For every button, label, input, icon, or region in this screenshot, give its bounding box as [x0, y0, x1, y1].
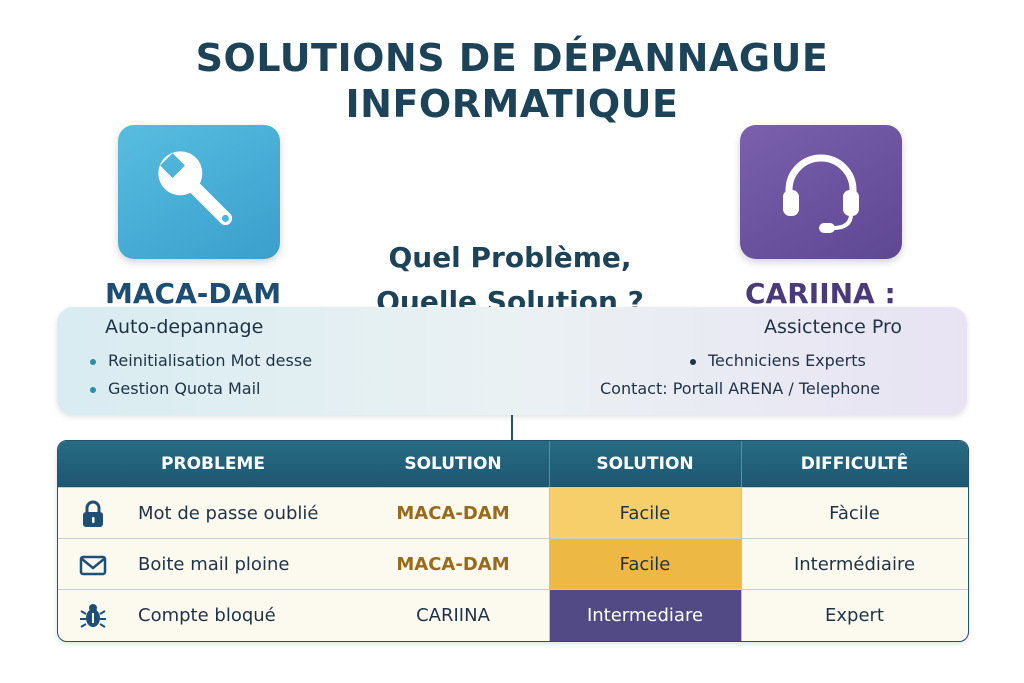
solution-cell: MACA-DAM: [396, 554, 510, 575]
table-row: Compte bloqué CARIINA Intermediare Exper…: [58, 589, 968, 641]
maca-bullet-2-text: Gestion Quota Mail: [108, 379, 261, 398]
column-divider: [549, 441, 550, 487]
bullet-dot: [690, 358, 696, 365]
mail-icon: [79, 555, 107, 576]
headset-icon: [783, 154, 859, 233]
maca-dam-subtitle: Auto-depannage: [105, 316, 264, 338]
table-header-row: PROBLEME SOLUTION SOLUTION DIFFICULTÊ: [58, 441, 968, 487]
header-solution: SOLUTION: [404, 454, 502, 474]
maca-bullet-1: Reinitialisation Mot desse: [90, 351, 312, 370]
difficulty-cell: Fàcile: [829, 503, 880, 524]
maca-bullet-1-text: Reinitialisation Mot desse: [108, 351, 313, 370]
wrench-icon: [158, 151, 233, 226]
difficulty-cell: Expert: [825, 605, 884, 626]
problem-cell: Boite mail ploine: [138, 554, 290, 575]
connector-line: [511, 415, 513, 440]
cariina-bullet-2: Contact: Portall ARENA / Telephone: [600, 379, 880, 398]
level-cell: Intermediare: [549, 590, 741, 641]
page-title-line-2: INFORMATIQUE: [345, 82, 679, 126]
tools-info-panel: [57, 307, 967, 415]
cariina-title: CARIINA :: [745, 277, 896, 310]
bug-icon: [80, 604, 106, 628]
table-row: Boite mail ploine MACA-DAM Facile Interm…: [58, 538, 968, 590]
header-solution-level: SOLUTION: [596, 454, 694, 474]
cariina-app-tile: [740, 125, 902, 259]
cariina-bullet-1-text: Techniciens Experts: [708, 351, 866, 370]
problem-cell: Mot de passe oublié: [138, 503, 319, 524]
cariina-subtitle: Assictence Pro: [763, 316, 902, 338]
header-problem: PROBLEME: [161, 454, 265, 474]
column-divider: [741, 441, 742, 487]
cariina-bullet-2-text: Contact: Portall ARENA / Telephone: [600, 379, 881, 398]
table-row: Mot de passe oublié MACA-DAM Facile Fàci…: [58, 487, 968, 539]
problem-cell: Compte bloqué: [138, 605, 276, 626]
maca-dam-title: MACA-DAM: [105, 277, 282, 310]
page-title-line-1: SOLUTIONS DE DÉPANNAGUE: [195, 36, 829, 80]
maca-dam-app-tile: [118, 125, 280, 259]
troubleshooting-table: PROBLEME SOLUTION SOLUTION DIFFICULTÊ Mo…: [57, 440, 969, 642]
solution-cell: CARIINA: [416, 605, 490, 626]
column-divider: [741, 487, 742, 641]
difficulty-cell: Intermédiaire: [793, 554, 916, 575]
solution-cell: MACA-DAM: [396, 503, 510, 524]
level-cell: Facile: [549, 488, 741, 539]
header-difficulty: DIFFICULTÊ: [800, 454, 909, 474]
lock-icon: [83, 500, 103, 527]
level-cell: Facile: [549, 539, 741, 590]
column-divider: [549, 487, 550, 641]
question-line-1: Quel Problème,: [388, 241, 632, 274]
bullet-dot: [90, 358, 96, 365]
cariina-bullet-1: Techniciens Experts: [690, 351, 866, 370]
bullet-dot: [90, 386, 96, 393]
maca-bullet-2: Gestion Quota Mail: [90, 379, 261, 398]
